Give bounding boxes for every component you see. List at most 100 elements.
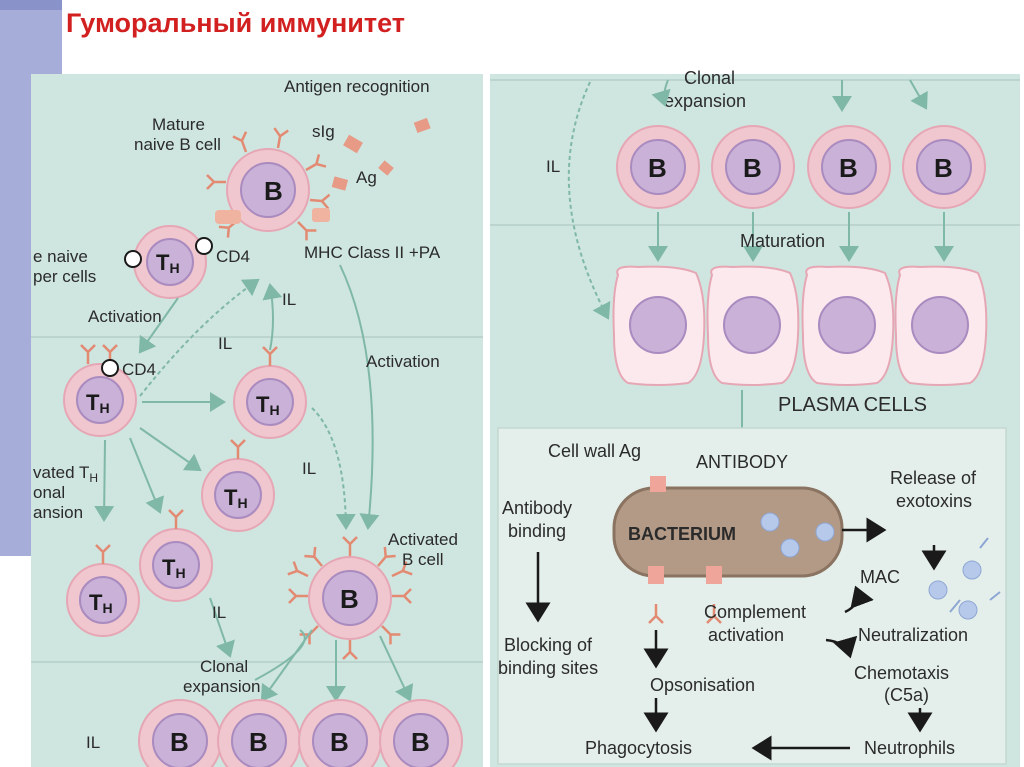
th-clone-1	[233, 345, 307, 439]
right-clonal-1: Clonal	[684, 68, 735, 88]
chemotaxis-label-1: Chemotaxis	[854, 663, 949, 683]
activation-label-2: Activation	[366, 352, 440, 371]
il-label-4: IL	[212, 603, 226, 622]
activation-label-1: Activation	[88, 307, 162, 326]
mac-arrow	[844, 585, 874, 614]
activated-th-label-1: vated TH	[33, 463, 98, 485]
expansion-arrow-3	[129, 437, 165, 514]
slide-accent-bar-top	[0, 0, 62, 10]
opsonisation-label: Opsonisation	[650, 675, 755, 695]
antibody-binding-label-1: Antibody	[502, 498, 572, 518]
mature-label-1: Mature	[152, 115, 205, 134]
il-label-5: IL	[86, 733, 100, 752]
clonal-arrow-3	[379, 635, 414, 702]
b-clone-label-1: B	[170, 727, 189, 757]
th-label-5: TH	[162, 555, 186, 581]
clonal-arrow-r2	[909, 79, 928, 110]
b-label-activated: B	[340, 584, 359, 614]
toxin-3	[780, 538, 800, 558]
chemotaxis-label-2: (C5a)	[884, 685, 929, 705]
complement-label-1: Complement	[704, 602, 806, 622]
activated-b-label-1: Activated	[388, 530, 458, 549]
b-right-label-1: B	[648, 153, 667, 183]
th-clone-2	[201, 438, 275, 532]
panel-grid	[31, 79, 1020, 663]
sig-label: sIg	[312, 122, 335, 141]
clonal-arrow-r3	[651, 79, 671, 107]
th-label-6: TH	[89, 590, 113, 616]
blocking-label-2: binding sites	[498, 658, 598, 678]
b-clone-row-right	[616, 125, 986, 209]
il-arrow-4	[209, 597, 235, 658]
bound-antigen-1	[648, 566, 664, 584]
il-arrow-2	[262, 283, 283, 351]
il-arrow-3	[311, 407, 356, 530]
b-label-top: B	[264, 176, 283, 206]
activated-th-label-2: onal	[33, 483, 65, 502]
release-label-2: exotoxins	[896, 491, 972, 511]
right-il-label: IL	[546, 157, 560, 176]
right-clonal-2: expansion	[664, 91, 746, 111]
expansion-arrow-2	[139, 427, 202, 472]
plasma-cells-label: PLASMA CELLS	[778, 394, 927, 416]
antibody-binding-label-2: binding	[508, 521, 566, 541]
b-right-label-4: B	[934, 153, 953, 183]
bound-antigen-2	[706, 566, 722, 584]
panel-divider	[483, 74, 490, 767]
naive-label-1: e naive	[33, 247, 88, 266]
phagocytosis-label: Phagocytosis	[585, 738, 692, 758]
complement-label-2: activation	[708, 625, 784, 645]
mac-label: MAC	[860, 567, 900, 587]
expansion-arrow-4	[94, 439, 115, 522]
th-clone-3	[139, 508, 213, 602]
chemotaxis-arrow	[825, 635, 858, 659]
b-clone-label-4: B	[411, 727, 430, 757]
blocking-label-1: Blocking of	[504, 635, 593, 655]
activation-arrow-2	[339, 264, 380, 530]
th-label-2: TH	[86, 390, 110, 416]
activated-th-cell	[63, 343, 137, 437]
b-clone-label-3: B	[330, 727, 349, 757]
left-clonal-2: expansion	[183, 677, 261, 696]
antibody-label: ANTIBODY	[696, 452, 788, 472]
cd4-top-label: CD4	[216, 247, 250, 266]
left-clonal-1: Clonal	[200, 657, 248, 676]
il-label-1: IL	[218, 334, 232, 353]
th-label-top: TH	[156, 250, 180, 276]
activated-th-label-3: ansion	[33, 503, 83, 522]
plasma-cells	[612, 265, 988, 386]
b-right-label-2: B	[743, 153, 762, 183]
clonal-arrow-1	[260, 629, 313, 702]
clonal-link	[254, 629, 306, 681]
neutralization-label: Neutralization	[858, 625, 968, 645]
il-arrow-1	[139, 278, 260, 397]
toxin-1	[760, 512, 780, 532]
antigen-particles	[215, 117, 431, 224]
ag-label: Ag	[356, 168, 377, 187]
cd4-mid-label: CD4	[122, 360, 156, 379]
th-label-3: TH	[256, 392, 280, 418]
th-label-4: TH	[224, 485, 248, 511]
cell-wall-antigen	[650, 476, 666, 492]
th-clone-4	[66, 543, 140, 637]
toxin-2	[815, 522, 835, 542]
naive-label-2: per cells	[33, 267, 96, 286]
antigen-recognition-label: Antigen recognition	[284, 77, 430, 96]
mhc-label: MHC Class II +PA	[304, 243, 441, 262]
maturation-arrows	[648, 212, 954, 262]
il-label-2: IL	[282, 290, 296, 309]
activated-b-label-2: B cell	[402, 550, 444, 569]
b-clone-label-2: B	[249, 727, 268, 757]
neutrophils-label: Neutrophils	[864, 738, 955, 758]
naive-th-cell	[124, 225, 213, 299]
release-label-1: Release of	[890, 468, 977, 488]
neutralized-toxins	[928, 537, 1001, 620]
cell-wall-ag-label: Cell wall Ag	[548, 441, 641, 461]
bacterium-label: BACTERIUM	[628, 524, 736, 544]
slide-title: Гуморальный иммунитет	[66, 8, 405, 38]
maturation-label: Maturation	[740, 231, 825, 251]
il-label-3: IL	[302, 459, 316, 478]
antibody-effects-box	[497, 427, 1007, 765]
il-arrow-right	[567, 81, 611, 320]
